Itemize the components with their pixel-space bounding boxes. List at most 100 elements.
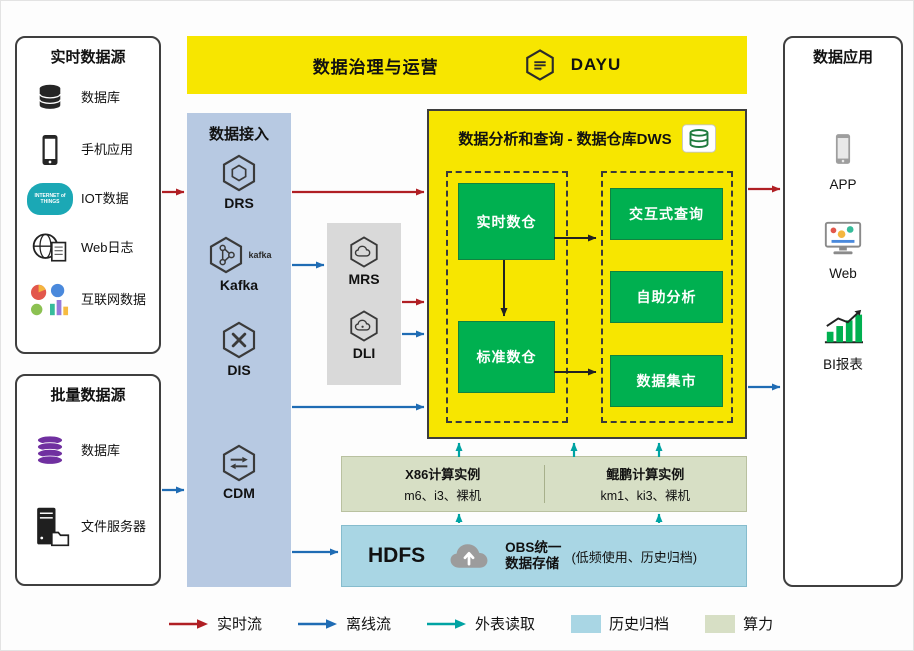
realtime-sources-list: 数据库 手机应用 INTERNET of THINGS IOT数据 — [17, 67, 159, 319]
kunpeng-compute-title: 鲲鹏计算实例 — [606, 467, 685, 482]
batch-sources-list: 数据库 文件服务器 — [17, 405, 159, 549]
database-icon — [25, 79, 75, 117]
database-stack-icon — [25, 431, 75, 471]
source-item-iot: INTERNET of THINGS IOT数据 — [25, 183, 153, 215]
compute-instances-bar: X86计算实例 m6、i3、裸机 鲲鹏计算实例 km1、ki3、裸机 — [341, 456, 747, 512]
iot-icon-text: INTERNET of THINGS — [34, 192, 66, 205]
source-item-web-log: Web日志 — [25, 228, 153, 268]
kafka-hexagon-icon — [210, 236, 243, 274]
source-item-internet-data: 互联网数据 — [25, 281, 153, 319]
app-item-bi-report: BI报表 — [820, 307, 866, 373]
hdfs-storage-bar: HDFS OBS统一 数据存储 (低频使用、历史归档) — [341, 525, 747, 587]
interactive-query-box: 交互式查询 — [610, 188, 723, 240]
legend-label: 算力 — [743, 616, 774, 633]
mrs-hexagon-icon — [350, 236, 378, 268]
realtime-warehouse-box: 实时数仓 — [458, 183, 555, 260]
web-browser-icon — [824, 221, 862, 255]
dli-hexagon-icon — [350, 310, 378, 342]
ingestion-title: 数据接入 — [208, 126, 269, 143]
iot-icon: INTERNET of THINGS — [25, 183, 75, 215]
source-item-label: IOT数据 — [81, 190, 129, 206]
file-server-icon — [25, 505, 75, 549]
legend-offline-flow: 离线流 — [298, 613, 391, 634]
service-dis: DIS — [187, 320, 291, 378]
legend-label: 外表读取 — [475, 616, 536, 633]
self-service-analysis-box: 自助分析 — [610, 271, 723, 323]
service-name: DLI — [352, 345, 376, 361]
source-item-batch-database: 数据库 — [25, 431, 153, 471]
realtime-sources-panel: 实时数据源 数据库 — [15, 36, 161, 354]
x86-compute-title: X86计算实例 — [405, 467, 481, 482]
batch-sources-title: 批量数据源 — [50, 387, 126, 404]
obs-storage-line1: OBS统一 — [505, 539, 562, 555]
legend-external-read: 外表读取 — [427, 613, 535, 634]
internet-data-icon — [25, 281, 75, 319]
applications-list: APP Web — [785, 67, 901, 373]
app-item-label: BI报表 — [823, 357, 863, 372]
dws-title: 数据分析和查询 - 数据仓库DWS — [458, 130, 672, 148]
x86-compute-instances: m6、i3、裸机 — [404, 489, 482, 503]
legend-label: 历史归档 — [609, 616, 670, 633]
legend-label: 实时流 — [217, 616, 263, 633]
analytics-group-outline — [601, 171, 733, 423]
legend: 实时流 离线流 外表读取 历史归档 算力 — [169, 613, 773, 634]
kunpeng-compute: 鲲鹏计算实例 km1、ki3、裸机 — [545, 464, 747, 504]
offline-flow-arrow-icon — [298, 618, 338, 629]
lake-services-box: MRS DLI — [327, 223, 401, 385]
legend-compute: 算力 — [705, 613, 773, 634]
kafka-wordmark: kafka — [248, 250, 272, 260]
web-log-icon — [25, 228, 75, 268]
service-name: CDM — [223, 485, 255, 501]
app-item-label: APP — [829, 177, 857, 192]
compute-color-swatch — [705, 614, 736, 633]
dws-logo-icon — [681, 123, 716, 153]
source-item-database: 数据库 — [25, 79, 153, 117]
legend-archive: 历史归档 — [571, 613, 669, 634]
hdfs-label: HDFS — [368, 544, 426, 567]
applications-panel: 数据应用 APP Web — [783, 36, 903, 587]
app-phone-icon — [835, 134, 851, 164]
source-item-label: 数据库 — [81, 442, 121, 458]
source-item-label: 文件服务器 — [81, 518, 147, 534]
source-item-label: 互联网数据 — [81, 291, 147, 307]
governance-banner-title: 数据治理与运营 — [312, 57, 439, 77]
service-name: DIS — [227, 362, 251, 378]
dayu-logo-icon — [525, 49, 554, 81]
mobile-phone-icon — [25, 130, 75, 170]
data-mart-box: 数据集市 — [610, 355, 723, 407]
kunpeng-compute-instances: km1、ki3、裸机 — [600, 489, 691, 503]
source-item-file-server: 文件服务器 — [25, 505, 153, 549]
legend-realtime-flow: 实时流 — [169, 613, 262, 634]
dws-box: 数据分析和查询 - 数据仓库DWS 实时数仓 标准数仓 交互式查询 自助分析 数… — [427, 109, 747, 439]
service-dli: DLI — [327, 309, 401, 361]
dayu-logo-text: DAYU — [570, 55, 622, 74]
standard-warehouse-box: 标准数仓 — [458, 321, 555, 393]
ingestion-column: 数据接入 DRS kafka Kafka — [187, 113, 291, 587]
source-item-label: Web日志 — [81, 239, 134, 255]
service-drs: DRS — [187, 153, 291, 211]
service-name: Kafka — [219, 277, 259, 293]
archive-color-swatch — [571, 614, 602, 633]
legend-label: 离线流 — [346, 616, 392, 633]
source-item-label: 数据库 — [81, 89, 121, 105]
source-item-label: 手机应用 — [81, 141, 134, 157]
dws-header: 数据分析和查询 - 数据仓库DWS — [429, 111, 745, 165]
cdm-hexagon-icon — [222, 444, 256, 482]
x86-compute: X86计算实例 m6、i3、裸机 — [342, 464, 544, 504]
obs-cloud-icon — [450, 544, 488, 568]
realtime-flow-arrow-icon — [169, 618, 208, 629]
realtime-sources-title: 实时数据源 — [50, 49, 126, 66]
service-name: DRS — [224, 195, 254, 211]
dis-hexagon-icon — [222, 321, 256, 359]
app-item-app: APP — [826, 127, 860, 192]
source-item-mobile-app: 手机应用 — [25, 130, 153, 170]
obs-storage-note: (低频使用、历史归档) — [571, 549, 698, 565]
app-item-web: Web — [820, 218, 866, 281]
service-kafka: kafka Kafka — [187, 235, 291, 293]
applications-title: 数据应用 — [812, 49, 873, 66]
app-item-label: Web — [829, 266, 857, 281]
warehouse-group-outline — [446, 171, 568, 423]
service-mrs: MRS — [327, 235, 401, 287]
external-read-arrow-icon — [427, 618, 467, 629]
